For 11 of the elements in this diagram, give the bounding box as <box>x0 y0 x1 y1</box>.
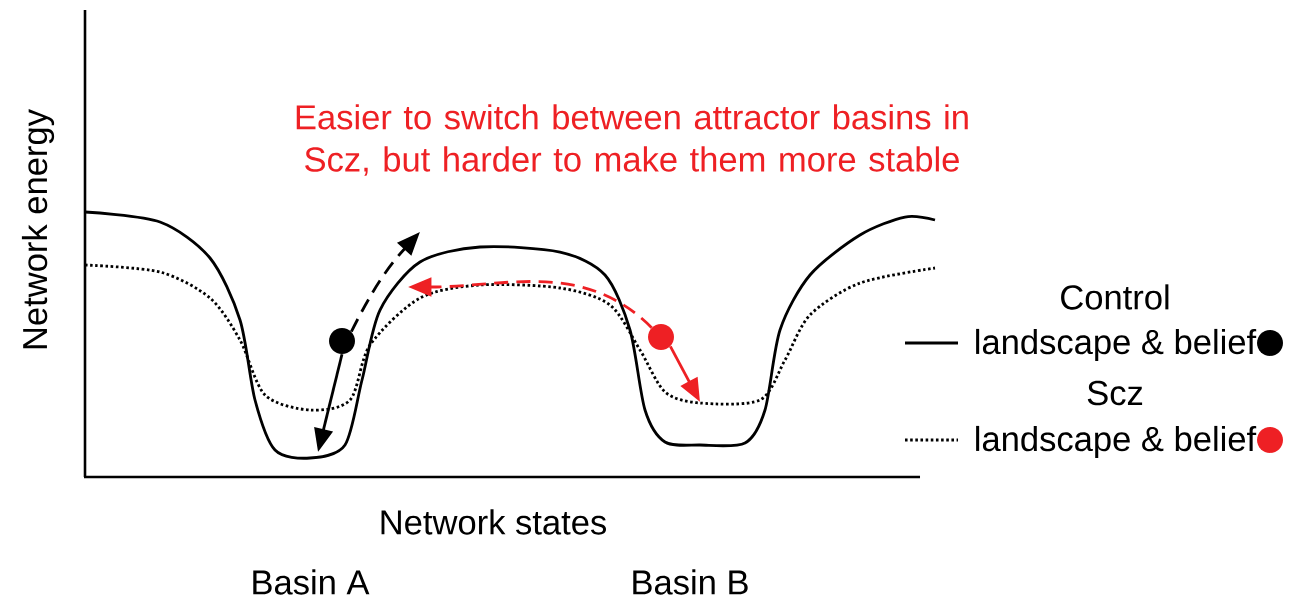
legend-heading: Scz <box>1087 380 1143 406</box>
basin-label: Basin B <box>633 569 748 595</box>
ball <box>329 328 355 354</box>
axis-label: Network energy <box>21 109 55 349</box>
legend-heading: Control <box>1061 284 1169 310</box>
legend-text: landscape & belief <box>976 328 1257 362</box>
legend-text: landscape & belief <box>976 425 1257 459</box>
ball <box>648 324 674 350</box>
basin-label: Basin A <box>253 569 370 595</box>
annotation-text: Easier to switch between attractor basins in Scz, but harder to make them more stable <box>296 104 968 176</box>
axis-label: Network states <box>381 509 606 535</box>
